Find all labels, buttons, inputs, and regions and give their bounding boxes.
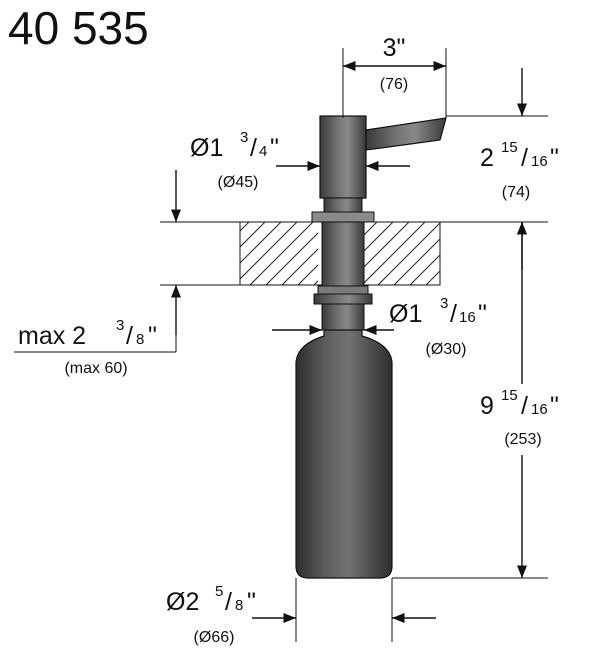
spout	[365, 117, 447, 151]
max-thickness-metric: (max 60)	[64, 360, 127, 377]
shank-diameter-num: 3	[440, 295, 448, 312]
dim-bottle-diameter: Ø2 5 / 8 " (Ø66)	[166, 578, 436, 646]
dim-head-diameter: Ø1 3 / 4 " (Ø45)	[190, 129, 410, 191]
head-height-den: 16	[531, 153, 548, 170]
max-thickness-prefix: max 2	[18, 322, 86, 350]
bottle-diameter-num: 5	[215, 583, 223, 600]
head-diameter-inch: "	[270, 134, 279, 162]
bottle-length-inch: "	[550, 392, 559, 420]
flange	[311, 211, 375, 223]
dim-head-height: 2 15 / 16 " (74)	[446, 68, 559, 270]
svg-text:/: /	[126, 322, 133, 350]
max-thickness-den: 8	[136, 331, 144, 348]
bottle-diameter-den: 8	[235, 597, 243, 614]
head-diameter-metric: (Ø45)	[218, 174, 259, 191]
model-number: 40 535	[8, 2, 149, 54]
head-diameter-den: 4	[259, 143, 267, 160]
svg-text:/: /	[225, 588, 232, 616]
spout-width-metric: (76)	[380, 76, 408, 93]
bottle	[295, 329, 393, 579]
head-diameter-whole: Ø1	[190, 134, 223, 162]
hatch-line	[361, 221, 426, 286]
hatch-line	[239, 221, 282, 264]
svg-text:/: /	[521, 392, 528, 420]
dim-max-thickness: max 2 3 / 8 " (max 60)	[14, 170, 182, 377]
spout-width-imperial: 3"	[383, 34, 406, 62]
head-height-metric: (74)	[502, 184, 530, 201]
hatch-line	[239, 221, 298, 280]
hatch-line	[425, 270, 441, 286]
head-height-num: 15	[501, 139, 518, 156]
bottle-length-den: 16	[531, 401, 548, 418]
shank-diameter-den: 16	[459, 309, 476, 326]
bottle-length-num: 15	[501, 387, 518, 404]
dim-bottle-length: 9 15 / 16 " (253)	[392, 222, 574, 579]
svg-text:/: /	[521, 144, 528, 172]
pump-head	[311, 115, 447, 223]
bottle-diameter-inch: "	[247, 588, 256, 616]
head-height-inch: "	[550, 144, 559, 172]
dim-spout-width: 3" (76)	[342, 34, 447, 118]
bottle-diameter-metric: (Ø66)	[194, 629, 235, 646]
hatch-line	[249, 221, 314, 286]
svg-text:2: 2	[480, 144, 494, 172]
mounting-nut	[313, 285, 373, 331]
hatch-line	[377, 222, 441, 286]
hatch-line	[239, 221, 266, 248]
shank-diameter-inch: "	[478, 300, 487, 328]
svg-text:/: /	[250, 134, 257, 162]
hatch-line	[393, 238, 441, 286]
bottle-length-whole: 9	[480, 392, 494, 420]
bottle-diameter-whole: Ø2	[166, 588, 199, 616]
head-height-whole: 2	[480, 144, 494, 172]
svg-text:/: /	[450, 300, 457, 328]
dim-shank-diameter: Ø1 3 / 16 " (Ø30)	[272, 295, 487, 358]
shank	[321, 221, 365, 289]
hatch-line	[239, 221, 250, 232]
max-thickness-num: 3	[116, 317, 124, 334]
head-diameter-num: 3	[240, 129, 248, 146]
hatch-line	[409, 254, 441, 286]
shank-diameter-whole: Ø1	[389, 300, 422, 328]
bottle-length-metric: (253)	[504, 431, 541, 448]
shank-diameter-metric: (Ø30)	[426, 341, 467, 358]
max-thickness-inch: "	[148, 322, 157, 350]
